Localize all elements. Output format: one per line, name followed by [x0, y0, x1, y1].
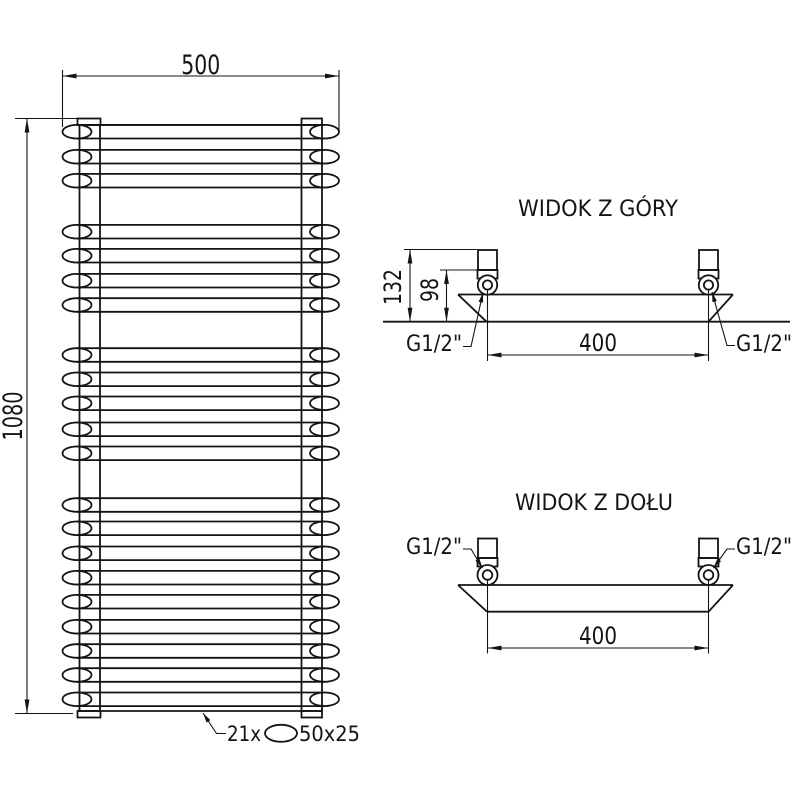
tube-right-end — [309, 445, 340, 462]
dim-spacing-400-top: 400 — [486, 290, 710, 361]
tube-right-end — [309, 273, 340, 289]
valve-stub — [698, 537, 719, 559]
tube-right-end — [309, 123, 340, 140]
connection-top-left — [476, 249, 499, 296]
dim-width-500: 500 — [61, 50, 340, 133]
tube-left-end — [61, 347, 93, 363]
tube-right-end — [309, 148, 340, 165]
leader-line — [463, 292, 484, 348]
dim-spacing-400-bottom: 400 — [486, 580, 710, 654]
thread-top-right: G1/2" — [711, 291, 792, 357]
radiator-body-bottom-view — [457, 584, 734, 613]
connection-inner-circle — [702, 569, 715, 581]
bracket-bottom-right — [300, 710, 323, 719]
dim-spacing-label: 400 — [579, 329, 617, 357]
bottom-view-title: WIDOK Z DOŁU — [515, 490, 673, 516]
leader-line — [463, 548, 483, 569]
connection-inner-circle — [481, 279, 493, 291]
bracket-bottom-left — [76, 710, 102, 719]
tube-left-end — [61, 619, 93, 635]
tube-right-end — [309, 594, 340, 610]
connection-bottom-right — [697, 537, 720, 586]
valve-stub — [477, 249, 498, 271]
top-view: WIDOK Z GÓRY 132 98 — [379, 194, 792, 361]
tube-left-end — [61, 643, 93, 659]
tube-left-end — [61, 223, 93, 240]
radiator-body-top-view — [457, 293, 734, 323]
tube-right-end — [309, 223, 340, 240]
tube-left-end — [61, 570, 93, 586]
thread-top-left: G1/2" — [406, 292, 484, 357]
tube-right-end — [309, 421, 340, 438]
thread-label: G1/2" — [736, 534, 792, 560]
tube-right-end — [309, 545, 340, 562]
bottom-view: WIDOK Z DOŁU 400 G1/2" — [406, 490, 792, 654]
tube-note: 21x 50x25 — [202, 712, 360, 746]
thread-bottom-left: G1/2" — [406, 534, 483, 569]
tube-left-end — [61, 520, 93, 537]
dim-spacing-label: 400 — [579, 622, 617, 650]
tube-profile-icon — [264, 723, 298, 743]
tube-left-end — [61, 123, 93, 140]
tube-right-end — [309, 570, 340, 586]
tube-right-end — [309, 520, 340, 537]
dim-depth-total-label: 132 — [379, 269, 407, 305]
tube-left-end — [61, 371, 93, 388]
tube-left-end — [61, 497, 93, 513]
leader-line — [711, 291, 735, 347]
tube-right-end — [309, 691, 340, 708]
tube-right-end — [309, 497, 340, 513]
connection-bottom-left — [476, 537, 499, 586]
connection-inner-circle — [703, 279, 715, 291]
dim-width-label: 500 — [181, 50, 220, 81]
tube-note-count-label: 21x — [227, 722, 261, 746]
dim-height-1080: 1080 — [0, 117, 101, 715]
radiator-tubes — [61, 123, 340, 708]
tube-left-end — [61, 273, 93, 289]
dim-depth-132: 132 — [379, 248, 477, 322]
dim-height-label: 1080 — [0, 392, 29, 441]
tube-note-leader — [202, 712, 226, 735]
connection-top-right — [697, 249, 720, 296]
tube-left-end — [61, 545, 93, 562]
tube-left-end — [61, 421, 93, 438]
tube-note-size-label: 50x25 — [299, 722, 360, 746]
tube-left-end — [61, 594, 93, 610]
tube-left-end — [61, 148, 93, 165]
thread-label: G1/2" — [736, 331, 792, 357]
thread-bottom-right: G1/2" — [713, 534, 792, 569]
tube-right-end — [309, 643, 340, 659]
tube-left-end — [61, 445, 93, 462]
tube-right-end — [309, 667, 340, 683]
tube-right-end — [309, 619, 340, 635]
dim-depth-axis-label: 98 — [416, 278, 444, 302]
tube-left-end — [61, 691, 93, 708]
tube-left-end — [61, 172, 93, 189]
connection-inner-circle — [481, 569, 494, 581]
tube-right-end — [309, 172, 340, 189]
thread-label: G1/2" — [406, 331, 462, 357]
front-view: 500 1080 21x 50x25 — [0, 50, 360, 746]
tube-left-end — [61, 667, 93, 683]
top-view-title: WIDOK Z GÓRY — [518, 194, 678, 222]
tube-right-end — [309, 247, 340, 264]
valve-stub — [698, 249, 719, 271]
tube-right-end — [309, 297, 340, 313]
bracket-top-right — [300, 117, 323, 126]
thread-label: G1/2" — [406, 534, 462, 560]
tube-left-end — [61, 247, 93, 264]
tube-right-end — [309, 347, 340, 363]
tube-left-end — [61, 395, 93, 412]
valve-stub — [477, 537, 498, 559]
tube-right-end — [309, 371, 340, 388]
dim-depth-98: 98 — [416, 269, 477, 322]
leader-line — [713, 548, 735, 569]
tube-left-end — [61, 297, 93, 313]
tube-right-end — [309, 395, 340, 412]
